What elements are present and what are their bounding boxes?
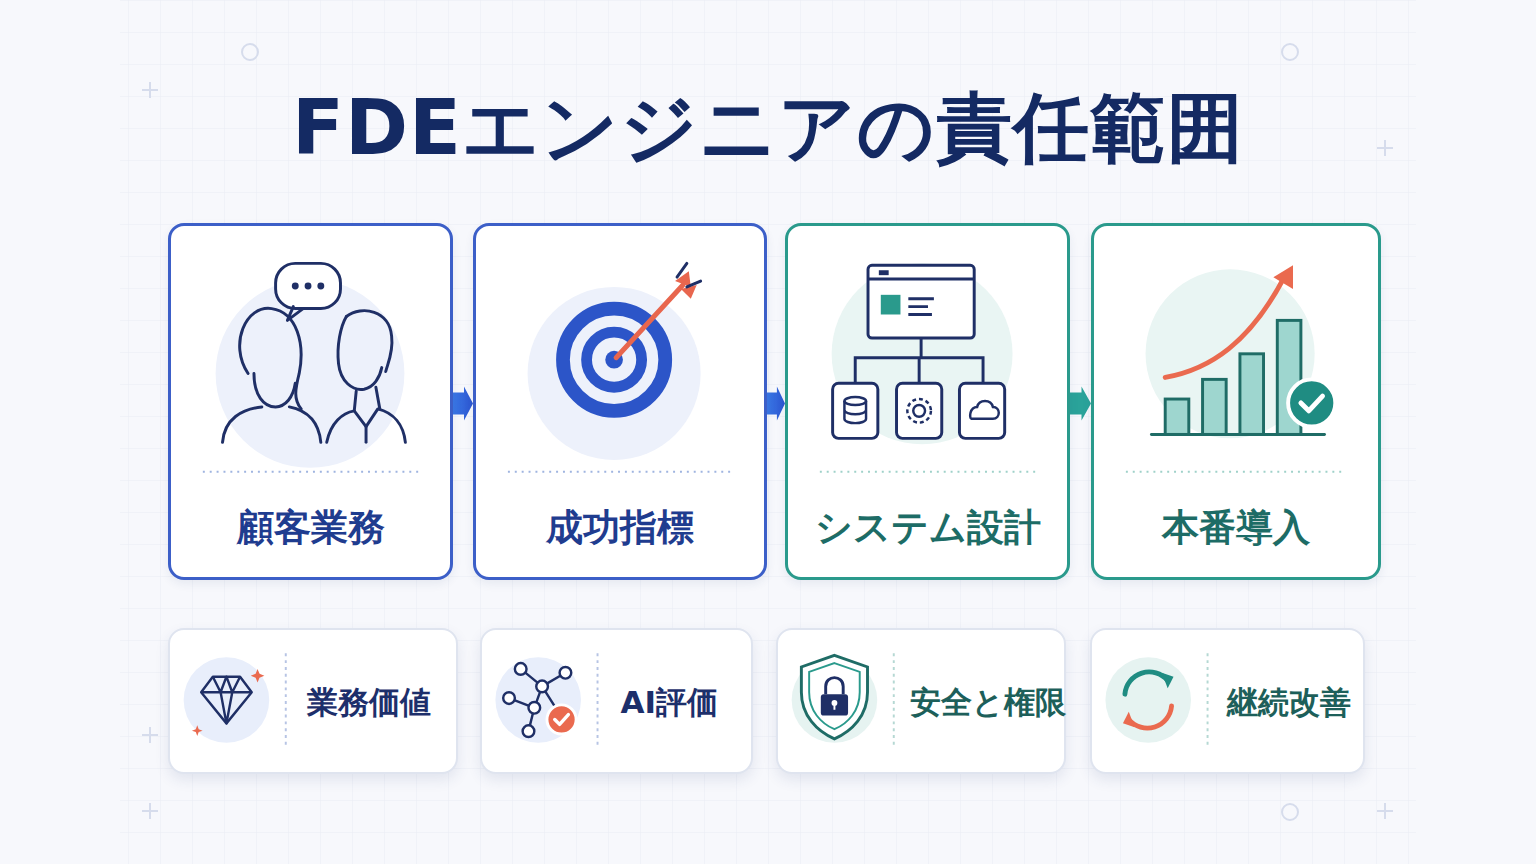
process-card: 顧客業務 xyxy=(168,223,453,580)
aspect-tile: 継続改善 xyxy=(1090,628,1365,774)
process-card: システム設計 xyxy=(785,223,1070,580)
flow-arrow xyxy=(1070,387,1091,421)
node-label: AI評価 xyxy=(621,682,719,724)
process-card: 成功指標 xyxy=(473,223,767,580)
flow-arrow xyxy=(767,387,785,421)
aspect-tile: AI評価 xyxy=(480,628,753,774)
aspect-tile: 安全と権限 xyxy=(776,628,1066,774)
node-label: 顧客業務 xyxy=(171,503,450,553)
node-label: 安全と権限 xyxy=(910,682,1066,724)
node-label: 業務価値 xyxy=(307,682,431,724)
process-card: 本番導入 xyxy=(1091,223,1381,580)
node-label: システム設計 xyxy=(788,503,1067,553)
node-label: 成功指標 xyxy=(476,503,764,553)
flow-arrow xyxy=(453,387,473,421)
aspect-tile: 業務価値 xyxy=(168,628,458,774)
node-label: 本番導入 xyxy=(1094,503,1378,553)
diagram-title: FDEエンジニアの責任範囲 xyxy=(0,78,1536,181)
node-label: 継続改善 xyxy=(1227,682,1351,724)
